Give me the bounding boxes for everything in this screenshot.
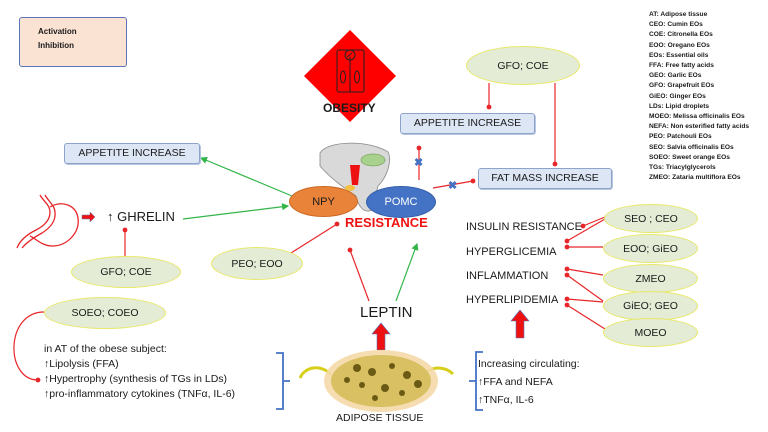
pomc-node: POMC	[366, 186, 436, 218]
abbreviation-item: LDs: Lipid droplets	[649, 102, 710, 110]
abbreviation-item: ZMEO: Zataria multiflora EOs	[649, 174, 741, 182]
list-item: Increasing circulating:	[478, 358, 580, 370]
abbreviation-item: SOEO: Sweet orange EOs	[649, 153, 730, 161]
seo-to-hyperglicemia-line	[564, 218, 606, 244]
resistance-label: RESISTANCE	[345, 215, 428, 230]
abbreviation-item: FFA: Free fatty acids	[649, 62, 714, 70]
abbreviation-item: PEO: Patchouli EOs	[649, 133, 712, 141]
oval-seo-ceo: SEO ; CEO	[604, 204, 698, 233]
oval-peo-eoo: PEO; EOO	[211, 247, 303, 280]
abbreviation-item: NEFA: Non esterified fatty acids	[649, 123, 750, 131]
abbreviation-item: EOs: Essential oils	[649, 51, 709, 59]
oval-gfo-coe-top: GFO; COE	[466, 46, 580, 85]
stomach-arrow-icon	[81, 211, 96, 223]
list-item: ↑Lipolysis (FFA)	[44, 358, 119, 370]
adipose-right-list: Increasing circulating: ↑FFA and NEFA ↑T…	[478, 355, 580, 409]
condition-hyperglicemia: HYPERGLICEMIA	[466, 246, 557, 258]
abbreviation-item: AT: Adipose tissue	[649, 11, 708, 18]
adipose-tissue-icon	[324, 350, 438, 412]
left-bracket	[276, 352, 290, 410]
adipose-left-list: in AT of the obese subject: ↑Lipolysis (…	[44, 342, 235, 402]
oval-moeo: MOEO	[603, 318, 698, 347]
abbreviation-item: GFO: Grapefruit EOs	[649, 82, 715, 90]
abbreviation-item: SEO: Salvia officinalis EOs	[649, 143, 734, 151]
oval-zmeo: ZMEO	[603, 264, 698, 293]
gieo-to-inflammation-line	[564, 272, 604, 302]
block-mark-icon: ✖	[414, 157, 423, 169]
zmeo-to-inflammation-line	[564, 266, 604, 276]
oval-gieo-geo: GiEO; GEO	[603, 291, 698, 321]
oval-gfo-coe-bottom: GFO; COE	[71, 256, 181, 288]
oval-soeo-coeo: SOEO; COEO	[44, 297, 166, 329]
peo-to-resistance-line	[290, 221, 340, 254]
legend-inhibition-label: Inhibition	[38, 41, 74, 50]
seo-to-insulin-line	[580, 216, 606, 229]
condition-inflammation: INFLAMMATION	[466, 270, 549, 282]
gieo-to-hyperlipidemia-line	[564, 296, 604, 303]
block-mark-icon: ✖	[448, 180, 457, 192]
list-item: ↑FFA and NEFA	[478, 376, 553, 388]
moeo-to-hyperlipidemia-line	[564, 302, 606, 330]
soeo-to-hypertrophy-line	[13, 311, 45, 383]
abbreviation-item: TGs: Triacylglycerols	[649, 164, 716, 172]
legend-activation-label: Activation	[38, 27, 77, 36]
list-item: ↑Hypertrophy (synthesis of TGs in LDs)	[44, 373, 228, 385]
fat-mass-increase-box: FAT MASS INCREASE	[478, 168, 612, 189]
obesity-label: OBESITY	[323, 101, 376, 115]
abbreviation-item: MOEO: Melissa officinalis EOs	[649, 113, 745, 121]
abbreviation-item: GiEO: Ginger EOs	[649, 92, 706, 100]
leptin-to-pomc-arrow	[395, 242, 419, 302]
appetite-increase-box-right: APPETITE INCREASE	[400, 113, 535, 134]
list-item: ↑pro-inflammatory cytokines (TNFα, IL-6)	[44, 388, 236, 400]
list-item: in AT of the obese subject:	[44, 343, 167, 355]
list-item: ↑TNFα, IL-6	[478, 394, 534, 406]
leptin-resistance-line	[347, 247, 370, 302]
abbreviation-item: GEO: Garlic EOs	[649, 72, 702, 80]
leptin-up-arrow-icon	[371, 322, 391, 351]
bathroom-scale-icon	[336, 49, 365, 93]
adipose-tissue-label: ADIPOSE TISSUE	[336, 412, 424, 424]
abbreviation-item: EOO: Oregano EOs	[649, 41, 710, 49]
abbreviation-list: AT: Adipose tissue CEO: Cumin EOs COE: C…	[649, 10, 749, 183]
ghrelin-to-npy-arrow	[182, 203, 290, 220]
ghrelin-label: ↑ GHRELIN	[107, 209, 175, 224]
abbreviation-item: CEO: Cumin EOs	[649, 21, 703, 29]
npy-node: NPY	[289, 186, 358, 217]
pomc-to-fatmass-blocked-line	[432, 178, 476, 189]
right-bracket	[469, 351, 483, 411]
abbreviation-item: COE: Citronella EOs	[649, 31, 713, 39]
npy-to-appetite-arrow	[199, 156, 293, 197]
stomach-icon	[16, 194, 79, 249]
condition-insulin-resistance: INSULIN RESISTANCE	[466, 221, 582, 233]
appetite-increase-box-left: APPETITE INCREASE	[64, 143, 200, 164]
legend: Activation Inhibition	[19, 17, 127, 67]
condition-hyperlipidemia: HYPERLIPIDEMIA	[466, 294, 559, 306]
conditions-up-arrow-icon	[510, 309, 530, 339]
leptin-label: LEPTIN	[360, 304, 413, 321]
oval-eoo-gieo: EOO; GiEO	[603, 234, 698, 263]
